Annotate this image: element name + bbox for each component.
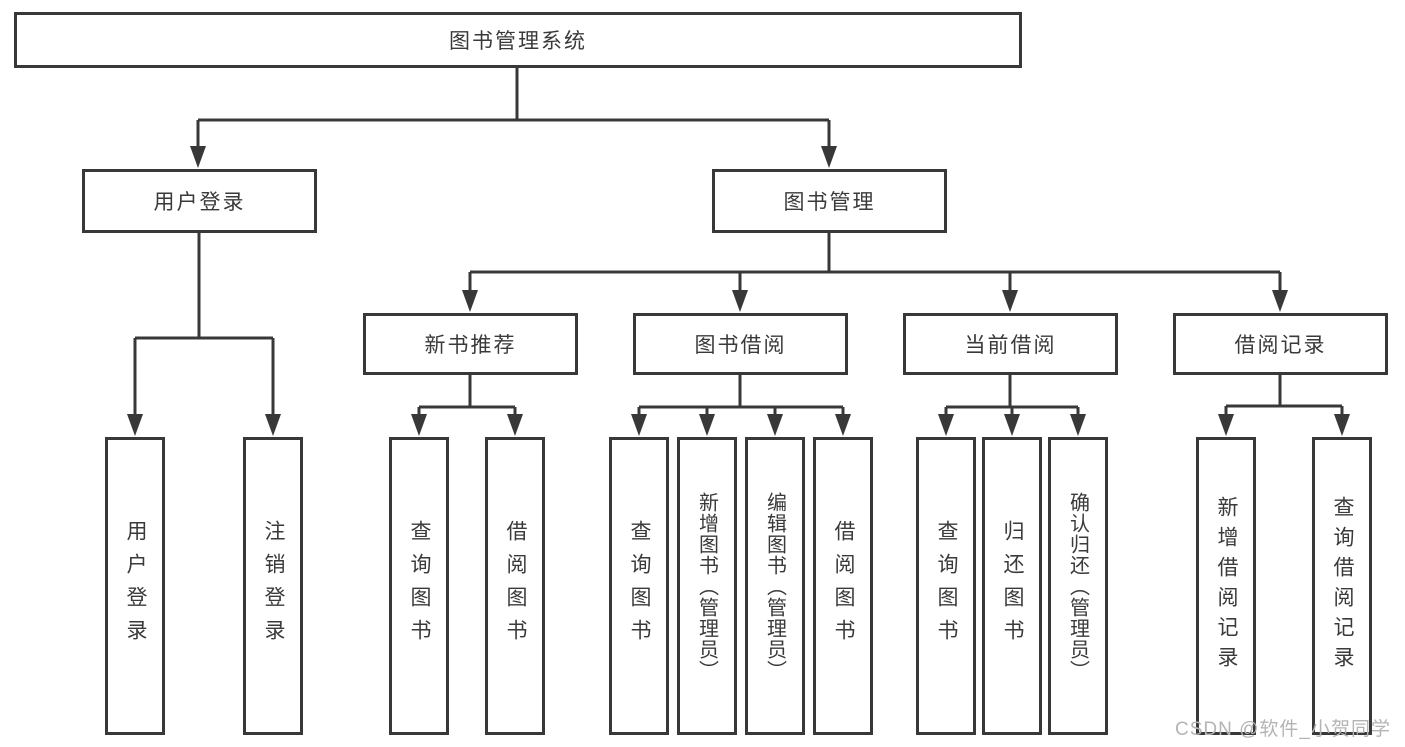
arrowhead bbox=[462, 290, 478, 312]
arrowhead bbox=[1002, 290, 1018, 312]
node-borrow-record: 借阅记录 bbox=[1173, 313, 1388, 375]
arrowhead bbox=[1272, 290, 1288, 312]
arrowhead bbox=[127, 414, 143, 436]
arrowhead bbox=[507, 414, 523, 436]
leaf-query-book-2: 查询图书 bbox=[609, 437, 669, 735]
arrowhead bbox=[1070, 414, 1086, 436]
arrowhead bbox=[265, 414, 281, 436]
arrowhead bbox=[821, 146, 837, 168]
connector-bookmgmt-to-level3 bbox=[468, 233, 1282, 294]
connector-root-to-level2 bbox=[196, 68, 831, 150]
arrowhead bbox=[767, 414, 783, 436]
arrowhead bbox=[411, 414, 427, 436]
leaf-add-borrow-record: 新增借阅记录 bbox=[1196, 437, 1256, 735]
leaf-logout: 注销登录 bbox=[243, 437, 303, 735]
arrowhead bbox=[938, 414, 954, 436]
leaf-query-borrow-record: 查询借阅记录 bbox=[1312, 437, 1372, 735]
leaf-query-book-1: 查询图书 bbox=[389, 437, 449, 735]
leaf-return-book: 归还图书 bbox=[982, 437, 1042, 735]
arrowhead bbox=[1334, 414, 1350, 436]
connector-newbook-to-leaves bbox=[417, 375, 517, 418]
connector-bookborrow-to-leaves bbox=[637, 375, 845, 418]
connector-borrowrecord-to-leaves bbox=[1224, 375, 1344, 418]
arrowhead bbox=[1218, 414, 1234, 436]
node-new-book-recommend: 新书推荐 bbox=[363, 313, 578, 375]
node-root-system: 图书管理系统 bbox=[14, 12, 1022, 68]
leaf-user-login: 用户登录 bbox=[105, 437, 165, 735]
leaf-edit-book-admin: 编辑图书（管理员） bbox=[745, 437, 805, 735]
arrowhead bbox=[835, 414, 851, 436]
leaf-confirm-return-admin: 确认归还（管理员） bbox=[1048, 437, 1108, 735]
node-book-management: 图书管理 bbox=[712, 169, 947, 233]
arrowhead bbox=[732, 290, 748, 312]
arrowhead bbox=[190, 146, 206, 168]
leaf-borrow-book-2: 借阅图书 bbox=[813, 437, 873, 735]
connector-currentborrow-to-leaves bbox=[944, 375, 1080, 418]
csdn-watermark: CSDN @软件_小贺同学 bbox=[1175, 719, 1391, 740]
arrowhead bbox=[699, 414, 715, 436]
node-user-login: 用户登录 bbox=[82, 169, 317, 233]
node-current-borrow: 当前借阅 bbox=[903, 313, 1118, 375]
node-book-borrow: 图书借阅 bbox=[633, 313, 848, 375]
arrowhead bbox=[631, 414, 647, 436]
arrowhead bbox=[1004, 414, 1020, 436]
leaf-add-book-admin: 新增图书（管理员） bbox=[677, 437, 737, 735]
leaf-borrow-book-1: 借阅图书 bbox=[485, 437, 545, 735]
connector-userlogin-to-leaves bbox=[133, 233, 275, 418]
leaf-query-book-3: 查询图书 bbox=[916, 437, 976, 735]
